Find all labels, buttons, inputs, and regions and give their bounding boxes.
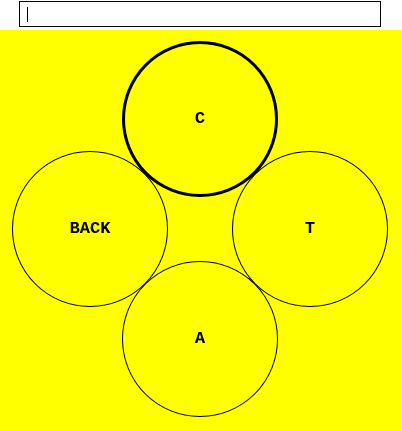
key-back-button[interactable]: BACK: [12, 151, 168, 307]
key-t-button[interactable]: T: [232, 151, 388, 307]
text-input[interactable]: [19, 1, 381, 27]
key-back-label: BACK: [69, 219, 111, 239]
key-a-label: A: [194, 329, 206, 349]
key-c-label: C: [194, 109, 206, 129]
input-bar: [0, 0, 402, 30]
text-cursor: [27, 7, 28, 22]
key-a-button[interactable]: A: [122, 261, 278, 417]
circular-key-pad: C BACK T A: [0, 30, 402, 431]
key-t-label: T: [304, 219, 316, 239]
key-c-button[interactable]: C: [122, 41, 278, 197]
